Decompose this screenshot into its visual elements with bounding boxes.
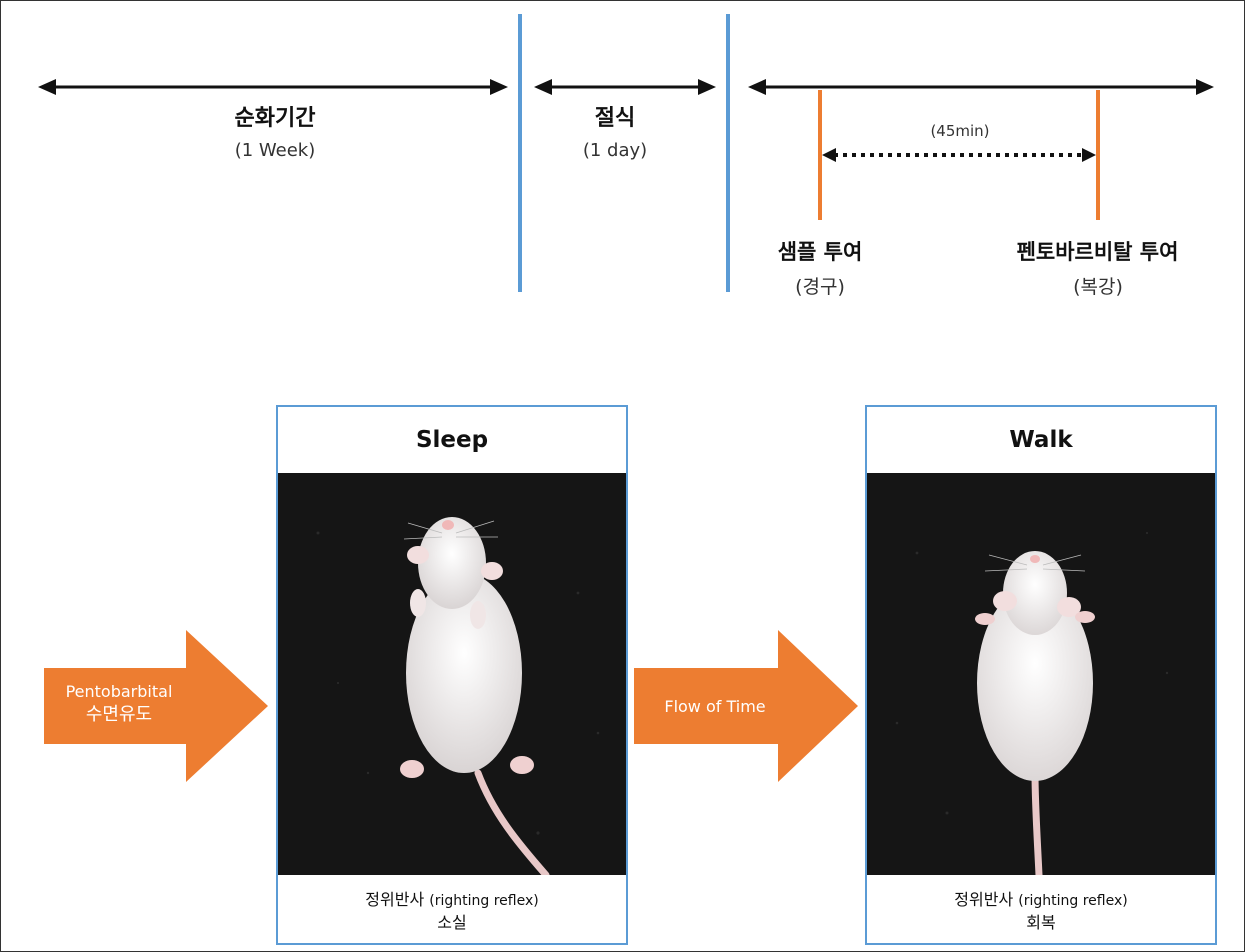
walk-mouse-photo [867,473,1215,875]
sleep-caption-line1: 정위반사 (righting reflex) [278,889,626,912]
walk-caption-kr: 정위반사 [954,890,1013,909]
pentobarbital-dose-title: 펜토바르비탈 투여 [975,236,1220,266]
walk-caption-line1: 정위반사 (righting reflex) [867,889,1215,912]
walk-caption-line2: 회복 [867,912,1215,934]
treatment-double-arrow [748,79,1214,95]
walk-panel: Walk [865,405,1217,945]
walking-mouse-illustration [867,473,1215,875]
interval-dotted-arrow [822,148,1096,162]
walk-panel-caption: 정위반사 (righting reflex) 회복 [867,877,1215,943]
sleep-caption-line2: 소실 [278,912,626,934]
acclimation-double-arrow [38,79,508,95]
sleep-panel-caption: 정위반사 (righting reflex) 소실 [278,877,626,943]
interval-label: (45min) [910,122,1010,140]
walk-caption-en: (righting reflex) [1018,893,1127,909]
sleep-caption-en: (righting reflex) [429,893,538,909]
induction-arrow-line1: Pentobarbital [44,680,194,703]
sample-dose-title: 샘플 투여 [745,236,895,266]
fasting-title: 절식 [560,100,670,132]
induction-arrow-label: Pentobarbital 수면유도 [44,680,194,726]
fasting-double-arrow [534,79,716,95]
sleeping-mouse-illustration [278,473,626,875]
sleep-caption-kr: 정위반사 [365,890,424,909]
induction-arrow-line2: 수면유도 [44,703,194,726]
sleep-mouse-photo [278,473,626,875]
walk-panel-title: Walk [867,407,1215,473]
pentobarbital-dose-route: (복강) [1048,272,1148,299]
acclimation-title: 순화기간 [200,100,350,132]
sleep-panel-title: Sleep [278,407,626,473]
fasting-duration: (1 day) [560,140,670,161]
sleep-panel: Sleep [276,405,628,945]
acclimation-duration: (1 Week) [190,140,360,161]
time-arrow-label: Flow of Time [640,695,790,718]
sample-dose-route: (경구) [770,272,870,299]
